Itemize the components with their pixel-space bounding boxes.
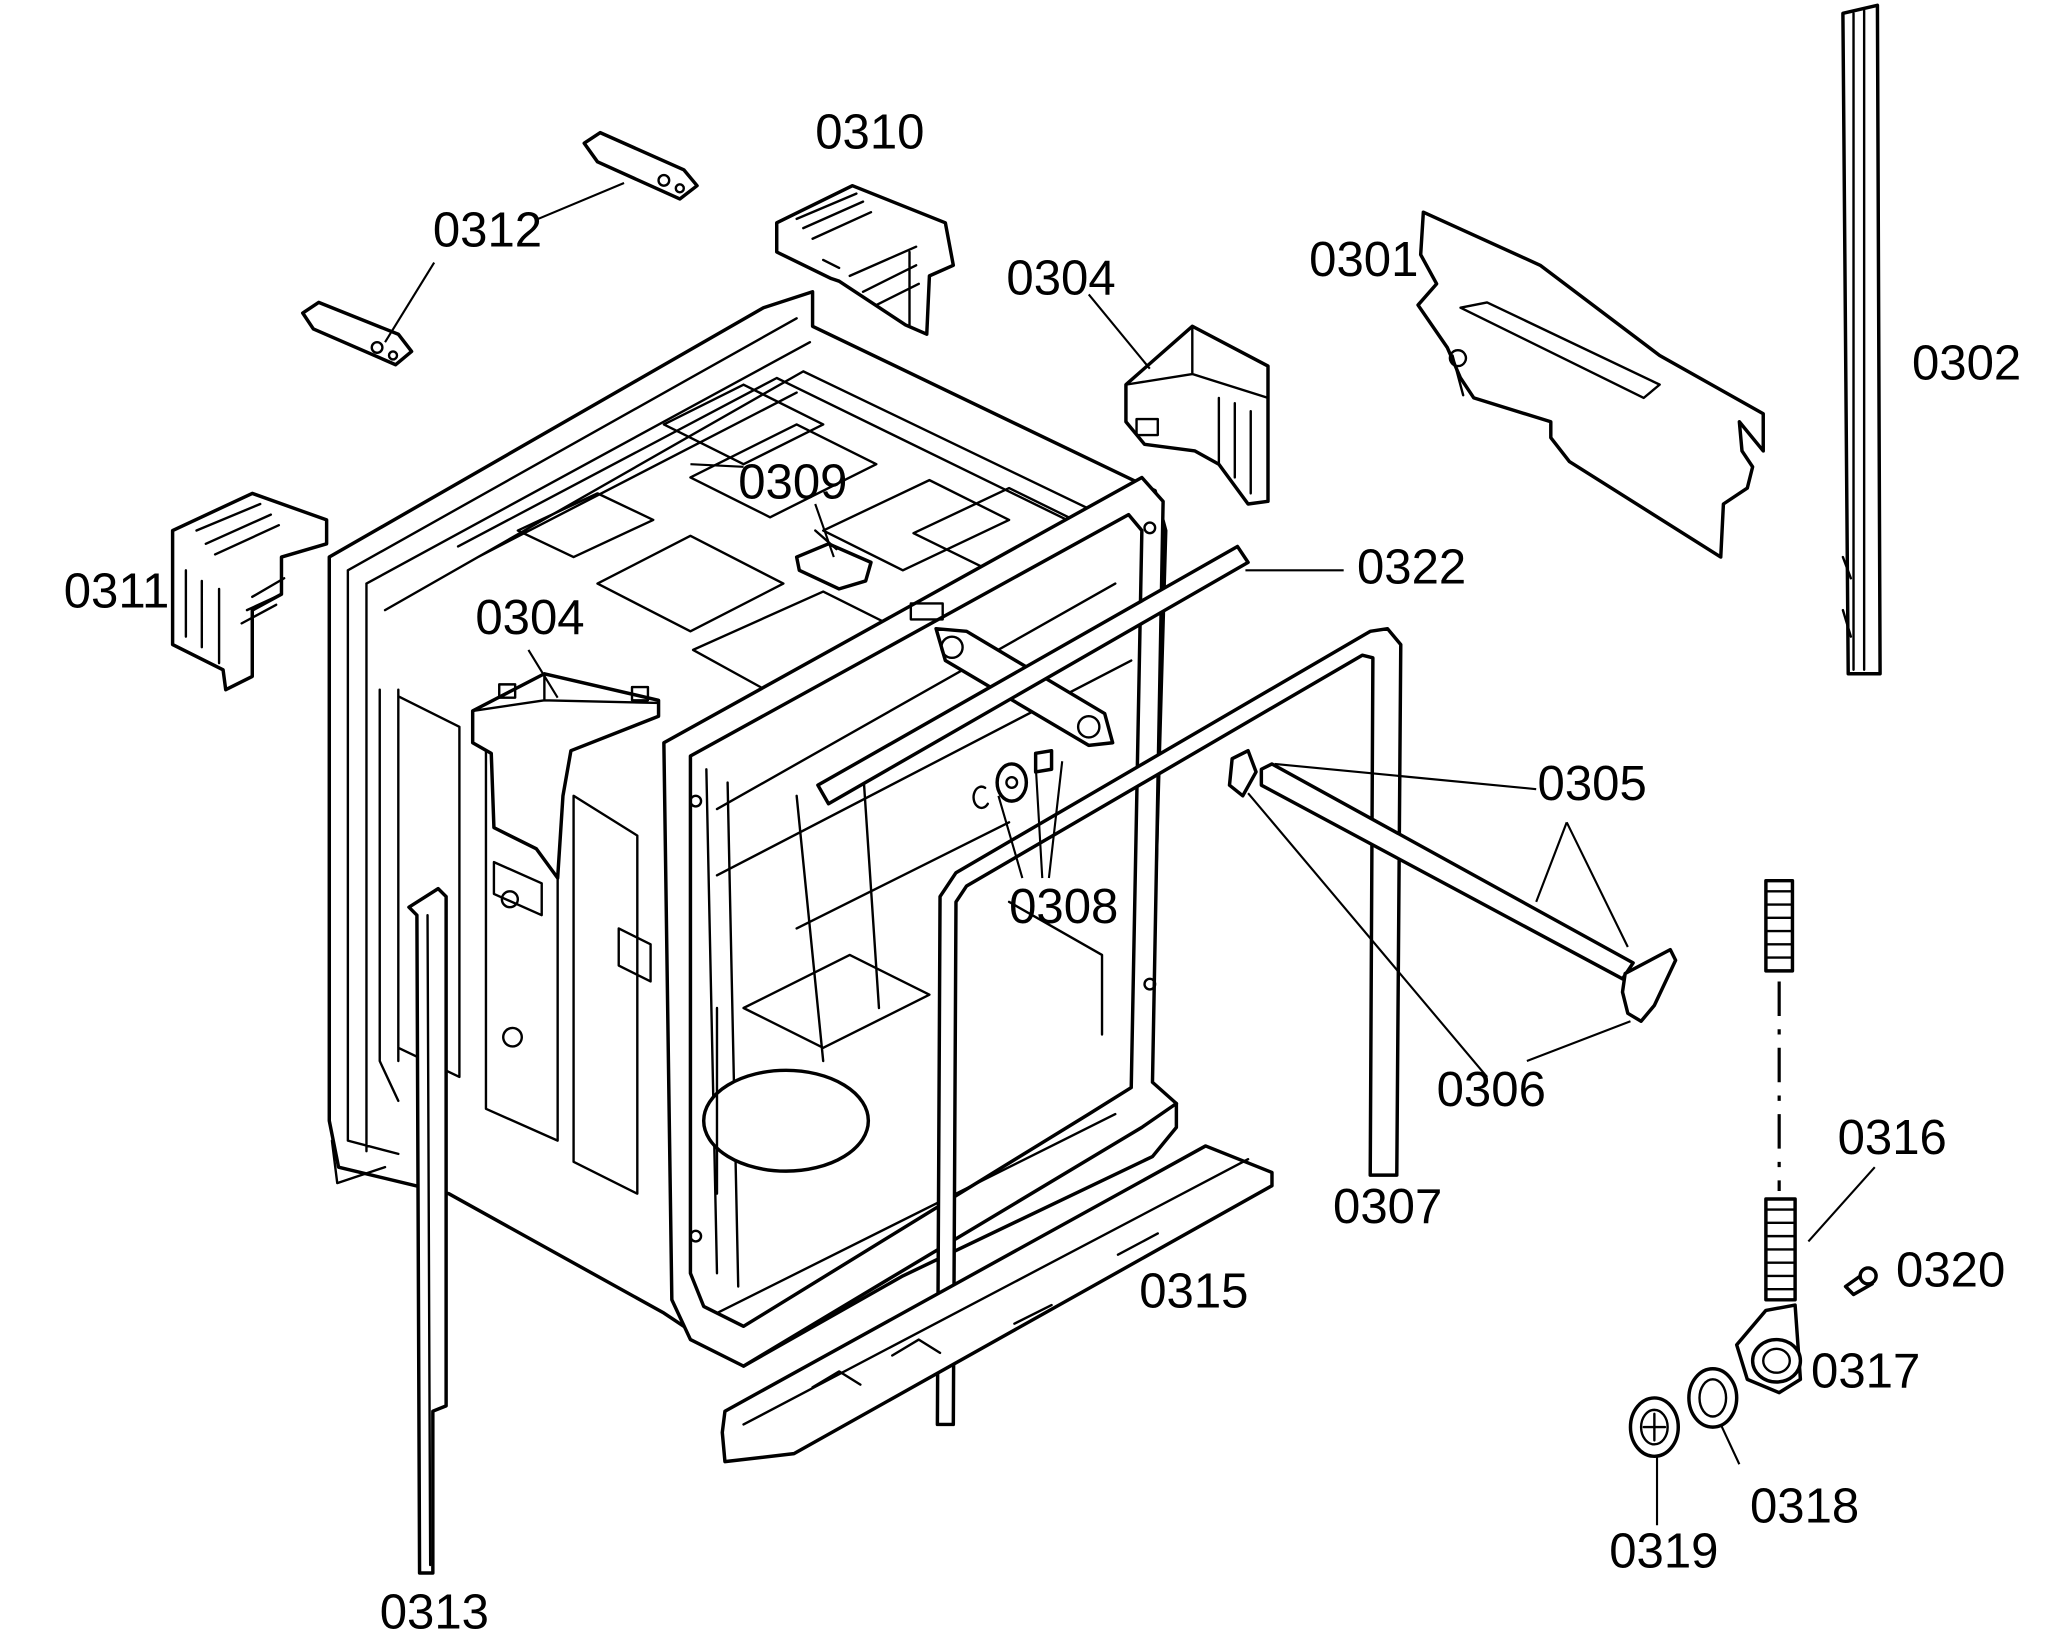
- label-0307: 0307: [1333, 1180, 1442, 1234]
- label-0317: 0317: [1811, 1344, 1920, 1398]
- part-labels: 0310 0312 0304 0301 0302 0309 0311 0304 …: [64, 106, 2021, 1638]
- label-0311: 0311: [64, 564, 170, 618]
- label-0315: 0315: [1139, 1265, 1248, 1319]
- part-0315-kickplate: [720, 1144, 1274, 1464]
- label-0318: 0318: [1750, 1480, 1859, 1534]
- part-0322-rod: [816, 544, 1250, 806]
- label-0310: 0310: [815, 106, 924, 160]
- part-0304-corner-upper: [1124, 324, 1270, 506]
- label-0319: 0319: [1609, 1525, 1718, 1579]
- label-0304-lower: 0304: [475, 591, 584, 645]
- label-0306: 0306: [1437, 1063, 1546, 1117]
- label-0320: 0320: [1896, 1244, 2005, 1298]
- part-0301-panel: [1416, 210, 1765, 559]
- part-0312-bracket-lower: [300, 300, 414, 367]
- label-0312: 0312: [433, 204, 542, 258]
- part-0312-bracket-upper: [582, 130, 699, 201]
- part-0317-elbow: [1734, 1303, 1803, 1395]
- label-0313: 0313: [380, 1586, 489, 1638]
- leader-lines: [384, 182, 1876, 1526]
- part-0304-corner-lower: [470, 672, 661, 880]
- label-0308: 0308: [1009, 880, 1118, 934]
- label-0316: 0316: [1838, 1111, 1947, 1165]
- label-0304-upper: 0304: [1006, 251, 1115, 305]
- part-0311-corner-block: [170, 491, 329, 692]
- part-0310-corner-block: [775, 183, 956, 336]
- part-0320-screw: [1843, 1266, 1878, 1297]
- label-0302: 0302: [1912, 336, 2021, 390]
- part-0305-arm: [1227, 748, 1678, 1023]
- part-0319-cap: [1628, 1396, 1680, 1459]
- part-0318-ring: [1687, 1367, 1739, 1429]
- part-0316-spring-hose: [1764, 878, 1797, 1302]
- part-0313-trim: [407, 886, 448, 1575]
- label-0309: 0309: [738, 456, 847, 510]
- label-0301: 0301: [1309, 233, 1418, 287]
- label-0322: 0322: [1357, 541, 1466, 595]
- label-0305: 0305: [1538, 757, 1647, 811]
- part-0307-gasket: [935, 626, 1403, 1427]
- part-0302-rail: [1841, 3, 1882, 676]
